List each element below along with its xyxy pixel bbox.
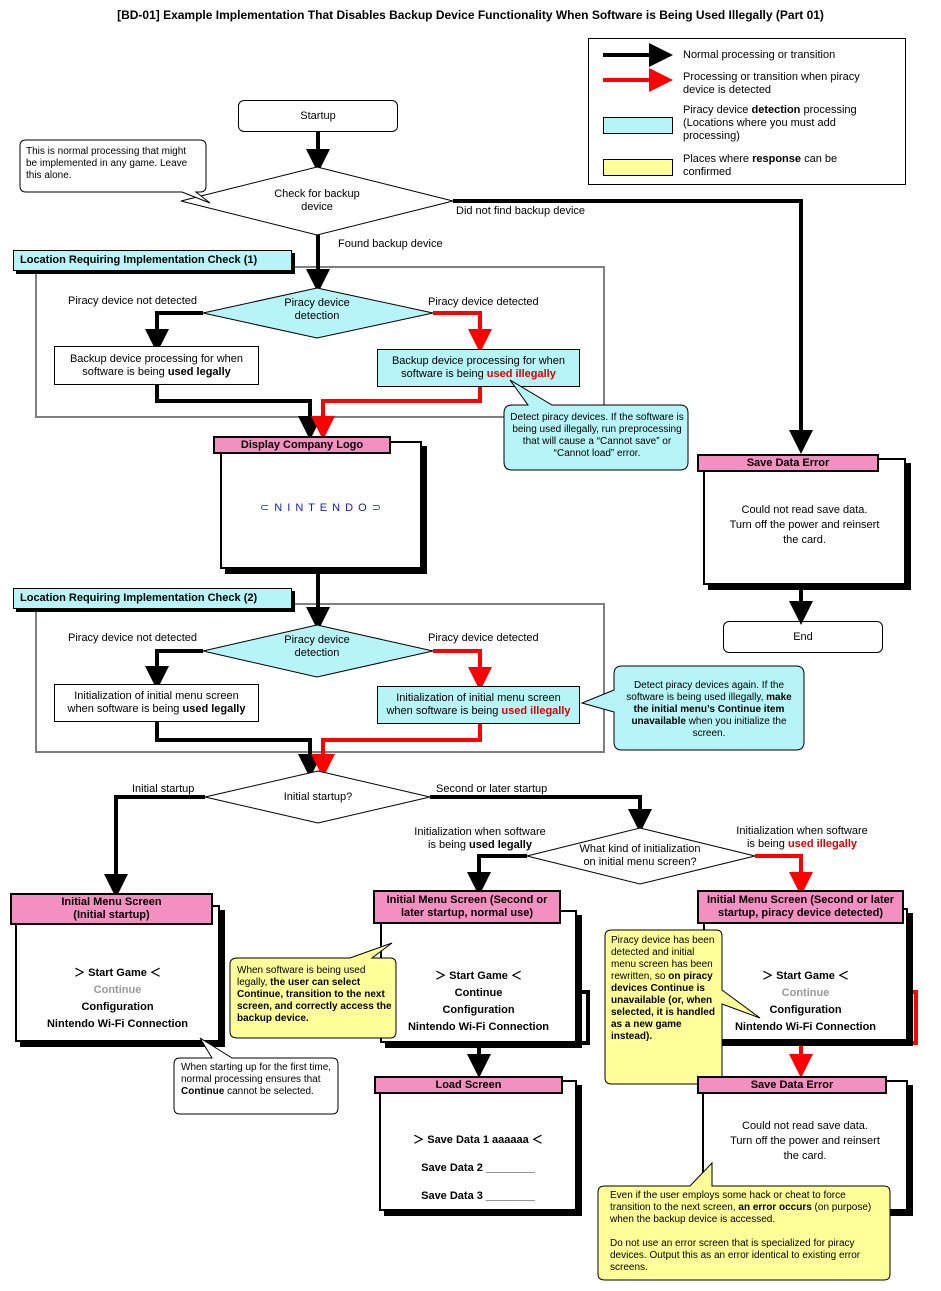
diamond-what-kind: [526, 827, 756, 885]
menu-second-piracy-start: ＞ Start Game ＜: [762, 970, 849, 982]
menu-second-normal-start: ＞ Start Game ＜: [435, 970, 522, 982]
nintendo-logo: ⊂ N I N T E N D O ⊃: [260, 502, 382, 514]
menu-second-piracy-wifi: Nintendo Wi-Fi Connection: [734, 1021, 877, 1033]
load-save-3: Save Data 3 ________: [421, 1190, 535, 1202]
check1-detected: Piracy device detected: [428, 296, 539, 308]
diamond-check2: [202, 624, 434, 678]
arrow-initial-startup: [104, 795, 205, 898]
check1-callout-text: Detect piracy devices. If the software i…: [510, 412, 684, 459]
diamond-initial-startup: [204, 770, 431, 824]
menu-second-piracy-continue: Continue: [781, 987, 830, 999]
callout-normal-text: This is normal processing that might be …: [26, 146, 188, 181]
check2-not-detected: Piracy device not detected: [68, 632, 198, 644]
menu-second-normal-callout-text: When software is being used legally, the…: [237, 965, 392, 1024]
menu-second-piracy-frame: [703, 908, 908, 1041]
menu-initial-wifi: Nintendo Wi-Fi Connection: [46, 1018, 189, 1030]
arrow-second-startup: [430, 795, 652, 833]
arrow-check2-detected: [433, 649, 492, 691]
arrow-check2-legal-merge: [155, 722, 322, 778]
arrow-check1-illegal-merge: [311, 387, 482, 440]
second-startup-label: Second or later startup: [436, 783, 548, 795]
menu-second-normal-continue: Continue: [454, 987, 503, 999]
menu-initial-callout-text: When starting up for the first time, nor…: [181, 1062, 332, 1097]
save-error-bottom-callout-text: Even if the user employs some hack or ch…: [610, 1190, 872, 1273]
menu-second-normal-config: Configuration: [442, 1004, 515, 1016]
arrow-check2-not-detected: [145, 649, 203, 690]
menu-second-piracy-config: Configuration: [769, 1004, 842, 1016]
menu-initial-start: ＞ Start Game ＜: [74, 967, 161, 979]
check2-detected: Piracy device detected: [428, 632, 539, 644]
arrow-check2-illegal-merge: [311, 724, 482, 778]
legend-normal-label: Normal processing or transition: [683, 49, 836, 61]
arrow-init-legal: [467, 854, 527, 896]
menu-second-piracy-callout-text: Piracy device has been detected and init…: [611, 935, 715, 1042]
menu-second-normal-wifi: Nintendo Wi-Fi Connection: [407, 1021, 550, 1033]
save-error-top-frame: [703, 458, 906, 585]
check1-not-detected: Piracy device not detected: [68, 295, 198, 307]
load-screen-header: Load Screen: [374, 1076, 563, 1094]
arrow-init-illegal: [755, 854, 813, 896]
check2-label: Location Requiring Implementation Check …: [13, 588, 292, 609]
found-backup-label: Found backup device: [338, 238, 443, 250]
legend-detection-swatch: [603, 117, 673, 134]
arrow-check1-legal-merge: [155, 385, 322, 440]
startup-node: Startup: [238, 100, 398, 132]
menu-initial-config: Configuration: [81, 1001, 154, 1013]
menu-initial-header: Initial Menu Screen(Initial startup): [10, 893, 213, 925]
legend-box: [588, 38, 906, 185]
arrow-check1-detected: [433, 311, 492, 353]
initial-startup-question: Initial startup?: [283, 791, 353, 803]
menu-initial-continue: Continue: [93, 984, 142, 996]
menu-initial-frame: [15, 905, 220, 1042]
load-save-1: ＞ Save Data 1 aaaaaa ＜: [413, 1134, 543, 1146]
page-title: [BD-01] Example Implementation That Disa…: [117, 8, 824, 22]
legend-detection-label: Piracy device detection processing (Loca…: [683, 104, 857, 142]
menu-second-piracy-items: ＞ Start Game ＜ Continue Configuration Ni…: [703, 968, 908, 1036]
load-screen-items: ＞ Save Data 1 aaaaaa ＜ Save Data 2 _____…: [379, 1126, 577, 1210]
load-save-2: Save Data 2 ________: [421, 1162, 535, 1174]
save-error-bottom-message: Could not read save data.Turn off the po…: [730, 1120, 880, 1162]
arrow-did-not-find: [453, 199, 813, 454]
save-error-top-header: Save Data Error: [697, 454, 879, 472]
menu-second-normal-frame: [380, 910, 577, 1043]
legend-response-label: Places where response can be confirmed: [683, 153, 838, 178]
did-not-find-label: Did not find backup device: [456, 205, 586, 217]
menu-second-normal-items: ＞ Start Game ＜ Continue Configuration Ni…: [380, 968, 577, 1036]
arrow-check1-not-detected: [145, 311, 203, 353]
save-error-bottom-header: Save Data Error: [697, 1076, 887, 1094]
logo-screen-frame: [220, 441, 422, 569]
legend-response-swatch: [603, 159, 673, 176]
check2-callout-text: Detect piracy devices again. If the soft…: [626, 680, 792, 739]
diamond-check1: [202, 287, 434, 339]
menu-initial-items: ＞ Start Game ＜ Continue Configuration Ni…: [15, 965, 220, 1033]
initial-startup-label: Initial startup: [132, 783, 195, 795]
end-node: End: [723, 621, 883, 653]
save-error-top-message: Could not read save data.Turn off the po…: [729, 504, 880, 546]
logo-screen-header: Display Company Logo: [213, 436, 391, 454]
check1-label: Location Requiring Implementation Check …: [13, 250, 292, 271]
